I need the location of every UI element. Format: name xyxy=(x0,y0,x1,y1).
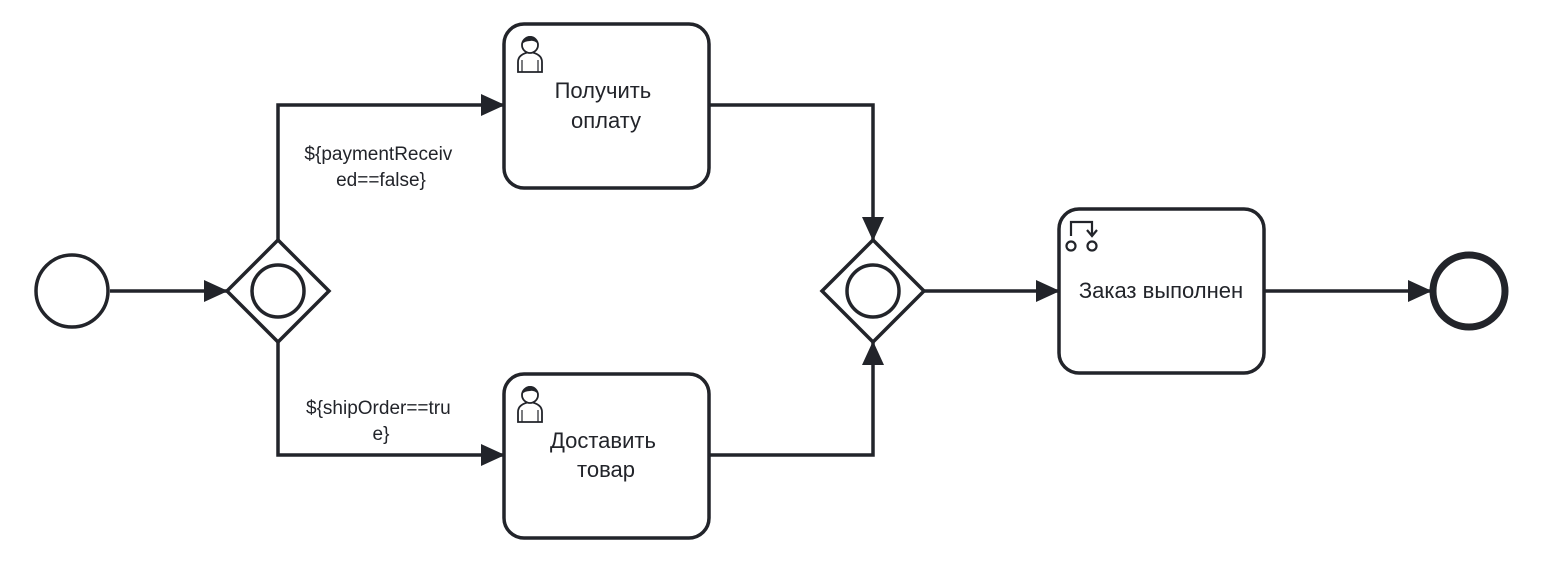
user-icon xyxy=(517,386,543,423)
task-box xyxy=(502,22,711,190)
flow-delivery-to-join[interactable] xyxy=(709,341,884,457)
sequence-flows xyxy=(110,94,1432,466)
flow-split-to-delivery[interactable] xyxy=(276,342,505,466)
flow-condition-line: ${shipOrder==tru xyxy=(306,398,451,419)
task-receive-payment[interactable]: Получить оплату xyxy=(502,22,711,190)
flow-condition-line: ed==false} xyxy=(336,170,426,191)
gateway-diamond xyxy=(819,237,927,345)
user-icon xyxy=(517,36,543,73)
task-label: Заказ выполнен xyxy=(1079,278,1243,303)
task-label-line: Доставить xyxy=(550,428,656,453)
gateway-inner-circle xyxy=(845,263,901,319)
task-box xyxy=(1057,207,1266,375)
task-box xyxy=(502,372,711,540)
start-event[interactable] xyxy=(34,253,110,329)
task-label-line: Заказ выполнен xyxy=(1079,278,1243,303)
flow-condition-line: ${paymentReceiv xyxy=(304,144,452,165)
loop-icon xyxy=(1065,220,1098,252)
task-order-completed[interactable]: Заказ выполнен xyxy=(1057,207,1266,375)
task-label: Получить оплату xyxy=(555,78,658,133)
split-gateway[interactable] xyxy=(224,237,332,345)
task-label-line: Получить xyxy=(555,78,652,103)
gateway-diamond xyxy=(224,237,332,345)
gateway-inner-circle xyxy=(250,263,306,319)
end-event[interactable] xyxy=(1429,251,1509,331)
task-label: Доставить товар xyxy=(550,428,662,482)
flow-condition-ship: ${shipOrder==tru e} xyxy=(306,398,456,445)
flow-split-to-payment[interactable] xyxy=(276,94,505,240)
task-label-line: оплату xyxy=(571,108,641,133)
join-gateway[interactable] xyxy=(819,237,927,345)
flow-condition-payment: ${paymentReceiv ed==false} xyxy=(304,144,457,191)
flow-condition-line: e} xyxy=(373,424,390,445)
flow-payment-to-join[interactable] xyxy=(709,103,884,241)
task-label-line: товар xyxy=(577,457,635,482)
task-deliver-goods[interactable]: Доставить товар xyxy=(502,372,711,540)
